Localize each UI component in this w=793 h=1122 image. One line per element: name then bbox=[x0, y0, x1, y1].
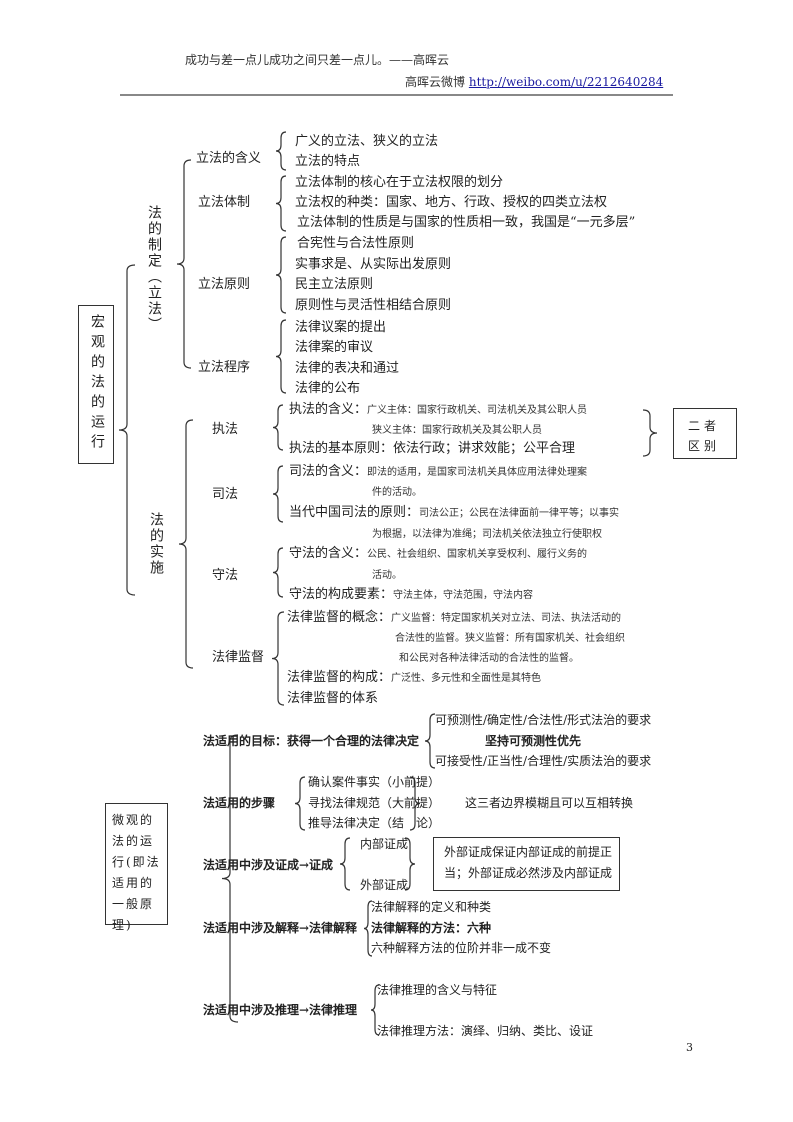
list-item: 法律的公布 bbox=[295, 381, 361, 396]
brace bbox=[275, 175, 287, 232]
macro-title: 宏观的法的运行 bbox=[89, 314, 105, 454]
making-label: 法的制定（立法） bbox=[146, 205, 162, 333]
list-item: 立法体制的性质是与国家的性质相一致，我国是“一元多层” bbox=[297, 215, 636, 230]
brace bbox=[275, 131, 287, 171]
group-label: 立法的含义 bbox=[196, 151, 262, 166]
list-item: 和公民对各种法律活动的合法性的监督。 bbox=[399, 653, 579, 664]
brace bbox=[339, 837, 351, 891]
difference-box: 二者区别 bbox=[673, 408, 737, 459]
list-item: 执法的含义：广义主体：国家行政机关、司法机关及其公职人员 bbox=[289, 402, 588, 417]
list-item: 民主立法原则 bbox=[295, 277, 374, 292]
brace bbox=[275, 236, 287, 314]
list-item: 法律案的审议 bbox=[295, 340, 374, 355]
list-item: 执法的基本原则：依法行政；讲求效能；公平合理 bbox=[289, 441, 576, 456]
row-label: 法适用中涉及证成→证成 bbox=[203, 858, 334, 872]
brace bbox=[178, 419, 194, 669]
row-label: 法适用的步骤 bbox=[203, 796, 276, 810]
list-item: 司法的含义：即法的适用，是国家司法机关具体应用法律处理案 bbox=[289, 464, 588, 479]
list-item: 活动。 bbox=[372, 570, 402, 581]
list-item: 确认案件事实（小前提） bbox=[308, 775, 441, 789]
list-item: 法律推理的含义与特征 bbox=[377, 983, 498, 997]
list-item: 法律监督的体系 bbox=[287, 691, 379, 706]
group-label: 法律监督 bbox=[212, 650, 265, 665]
list-item: 外部证成 bbox=[360, 878, 409, 892]
list-item: 法律的表决和通过 bbox=[295, 361, 400, 376]
group-label: 立法程序 bbox=[198, 360, 251, 375]
list-item: 当代中国司法的原则：司法公正；公民在法律面前一律平等；以事实 bbox=[289, 505, 620, 520]
brace bbox=[221, 734, 239, 1023]
group-label: 执法 bbox=[212, 422, 239, 437]
list-item: 法律解释的定义和种类 bbox=[371, 900, 492, 914]
justification-note-box: 外部证成保证内部证成的前提正当；外部证成必然涉及内部证成 bbox=[433, 837, 620, 891]
list-item: 狭义主体：国家行政机关及其公职人员 bbox=[372, 425, 542, 436]
list-item: 推导法律决定（结 论） bbox=[308, 816, 441, 830]
row-label: 法适用中涉及推理→法律推理 bbox=[203, 1003, 358, 1017]
list-item: 守法的含义：公民、社会组织、国家机关享受权利、履行义务的 bbox=[289, 546, 588, 561]
brace bbox=[272, 547, 284, 598]
weibo-label: 高晖云微博 bbox=[405, 75, 466, 89]
micro-title-box: 微观的法的运行(即法适用的一般原理) bbox=[105, 803, 168, 932]
brace bbox=[409, 776, 421, 831]
group-label: 司法 bbox=[212, 487, 239, 502]
list-item: 立法权的种类：国家、地方、行政、授权的四类立法权 bbox=[295, 195, 608, 210]
header-weibo: 高晖云微博 http://weibo.com/u/2212640284 bbox=[405, 74, 663, 90]
group-label: 立法体制 bbox=[198, 195, 251, 210]
brace bbox=[272, 404, 284, 451]
brace bbox=[370, 984, 380, 1036]
list-item: 内部证成 bbox=[360, 837, 409, 851]
list-item: 法律议案的提出 bbox=[295, 320, 387, 335]
difference-label: 二者区别 bbox=[688, 419, 721, 453]
brace bbox=[404, 837, 416, 891]
header-quote: 成功与差一点儿成功之间只差一点儿。——高晖云 bbox=[185, 53, 450, 67]
brace bbox=[294, 776, 306, 831]
list-item: 实事求是、从实际出发原则 bbox=[295, 257, 452, 272]
list-item: 合宪性与合法性原则 bbox=[297, 236, 415, 251]
list-item: 件的活动。 bbox=[372, 487, 422, 498]
brace bbox=[271, 611, 285, 706]
list-item: 为根据，以法律为准绳；司法机关依法独立行使职权 bbox=[372, 529, 602, 540]
page-number: 3 bbox=[686, 1041, 693, 1054]
list-item: 坚持可预测性优先 bbox=[485, 734, 582, 748]
brace bbox=[118, 264, 136, 596]
list-item: 立法的特点 bbox=[295, 154, 361, 169]
macro-title-box: 宏观的法的运行 bbox=[78, 305, 114, 464]
list-item: 立法体制的核心在于立法权限的划分 bbox=[295, 175, 504, 190]
brace bbox=[363, 900, 373, 957]
row-label: 法适用中涉及解释→法律解释 bbox=[203, 921, 358, 935]
weibo-link[interactable]: http://weibo.com/u/2212640284 bbox=[468, 75, 664, 89]
brace bbox=[176, 159, 192, 369]
row-label: 法适用的目标：获得一个合理的法律决定 bbox=[203, 734, 420, 748]
brace bbox=[424, 713, 436, 769]
brace bbox=[275, 319, 287, 394]
list-item: 法律推理方法：演绎、归纳、类比、设证 bbox=[377, 1024, 594, 1038]
list-item: 法律监督的概念：广义监督：特定国家机关对立法、司法、执法活动的 bbox=[287, 610, 622, 625]
list-item: 广义的立法、狭义的立法 bbox=[295, 134, 439, 149]
brace bbox=[272, 465, 284, 523]
group-label: 守法 bbox=[212, 568, 239, 583]
micro-title: 微观的法的运行(即法适用的一般原理) bbox=[112, 813, 161, 932]
list-item: 可预测性/确定性/合法性/形式法治的要求 bbox=[435, 713, 652, 727]
steps-note: 这三者边界模糊且可以互相转换 bbox=[465, 796, 634, 810]
list-item: 六种解释方法的位阶并非一成不变 bbox=[371, 941, 552, 955]
list-item: 可接受性/正当性/合理性/实质法治的要求 bbox=[435, 754, 652, 768]
list-item: 守法的构成要素：守法主体，守法范围，守法内容 bbox=[289, 587, 534, 602]
header-rule bbox=[120, 94, 673, 96]
list-item: 合法性的监督。狭义监督：所有国家机关、社会组织 bbox=[395, 633, 625, 644]
list-item: 法律监督的构成：广泛性、多元性和全面性是其特色 bbox=[287, 670, 542, 685]
group-label: 立法原则 bbox=[198, 277, 251, 292]
list-item: 原则性与灵活性相结合原则 bbox=[295, 298, 452, 313]
brace bbox=[642, 409, 658, 457]
implementation-label: 法的实施 bbox=[148, 512, 164, 576]
list-item: 寻找法律规范（大前提） bbox=[308, 796, 441, 810]
list-item: 法律解释的方法：六种 bbox=[371, 921, 492, 935]
justification-note: 外部证成保证内部证成的前提正当；外部证成必然涉及内部证成 bbox=[444, 845, 613, 880]
